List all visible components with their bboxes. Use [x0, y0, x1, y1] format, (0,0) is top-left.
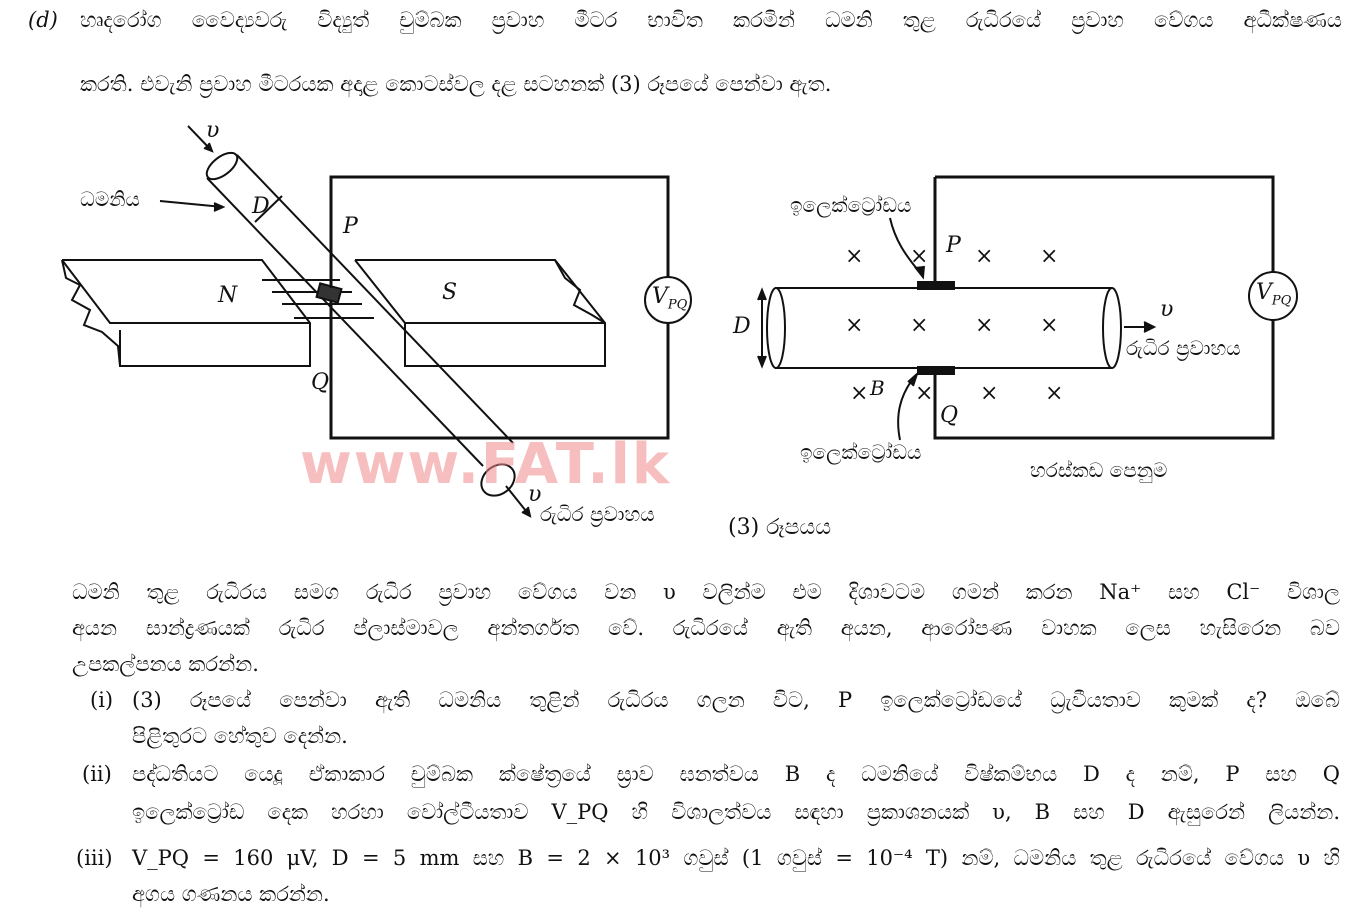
figure-caption: (3) රූපයය — [728, 515, 832, 540]
left-v-top: υ — [206, 118, 220, 143]
right-flow-label: රුධිර ප්‍රවාහය — [1126, 336, 1241, 360]
cross-10: × — [980, 381, 999, 406]
left-p-label: P — [343, 214, 358, 239]
cross-5: × — [845, 313, 864, 338]
cross-9: × — [915, 381, 934, 406]
cross-8: × — [1040, 313, 1059, 338]
left-flow-label: රුධිර ප්‍රවාහය — [540, 502, 655, 526]
intro-line-2: කරති. එවැනි ප්‍රවාහ මීටරයක අදාළ කොටස්වල … — [80, 72, 832, 96]
part-i-num: (i) — [90, 688, 114, 712]
cross-7: × — [975, 313, 994, 338]
intro-line-1: හෘදරෝග වෛද්‍යවරු විද්‍යුත් චුම්බක ප්‍රවා… — [80, 8, 1342, 32]
right-q-label: Q — [940, 403, 959, 428]
right-d-label: D — [733, 314, 751, 339]
cross-b: × — [850, 381, 869, 406]
field-b-label: B — [870, 376, 885, 400]
artery-label: ධමනිය — [80, 187, 140, 211]
electrode-top-label: ඉලෙක්ට්‍රෝඩය — [790, 193, 912, 217]
left-meter-label: VPQ — [652, 284, 688, 313]
section-label: හරස්කඩ පෙනුම — [1030, 458, 1168, 482]
part-i-line-2: පිළිතුරට හේතුව දෙන්න. — [132, 724, 348, 748]
part-iii-num: (iii) — [76, 846, 113, 870]
left-v-bottom: υ — [528, 482, 542, 507]
cross-4: × — [1040, 244, 1059, 269]
body-line-1: ධමනි තුළ රුධිරය සමග රුධිර ප්‍රවාහ වේගය ව… — [72, 580, 1340, 604]
part-ii-line-2: ඉලෙක්ට්‍රෝඩ දෙක හරහා වෝල්ටීයතාව V_PQ හි … — [132, 800, 1340, 824]
cross-1: × — [845, 244, 864, 269]
left-q-label: Q — [311, 370, 330, 395]
figure-3-drawing — [61, 125, 1298, 518]
right-v-label: υ — [1160, 297, 1174, 322]
cross-3: × — [975, 244, 994, 269]
body-line-3: උපකල්පනය කරන්න. — [72, 652, 259, 676]
watermark: www.FAT.lk — [300, 432, 672, 497]
magnet-s-label: S — [442, 280, 458, 305]
part-ii-line-1: පද්ධතියට යෙදූ ඒකාකාර චුම්බක ක්ෂේත්‍රයේ ස… — [132, 762, 1340, 786]
electrode-bottom-label: ඉලෙක්ට්‍රෝඩය — [800, 440, 922, 464]
part-i-line-1: (3) රූපයේ පෙන්වා ඇති ධමනිය තුළින් රුධිරය… — [132, 688, 1340, 712]
left-d-label: D — [252, 194, 270, 219]
cross-6: × — [910, 313, 929, 338]
body-line-2: අයන සාන්ද්‍රණයක් රුධිර ප්ලාස්මාවල අන්තර්… — [72, 616, 1340, 640]
question-label: (d) — [28, 8, 58, 32]
cross-2: × — [910, 244, 929, 269]
part-iii-line-1: V_PQ = 160 μV, D = 5 mm සහ B = 2 × 10³ ග… — [132, 846, 1340, 870]
right-p-label: P — [946, 233, 961, 258]
part-ii-num: (ii) — [82, 762, 112, 786]
right-meter-label: VPQ — [1256, 280, 1292, 309]
magnet-n-label: N — [218, 283, 238, 308]
part-iii-line-2: අගය ගණනය කරන්න. — [132, 882, 330, 906]
cross-11: × — [1045, 381, 1064, 406]
